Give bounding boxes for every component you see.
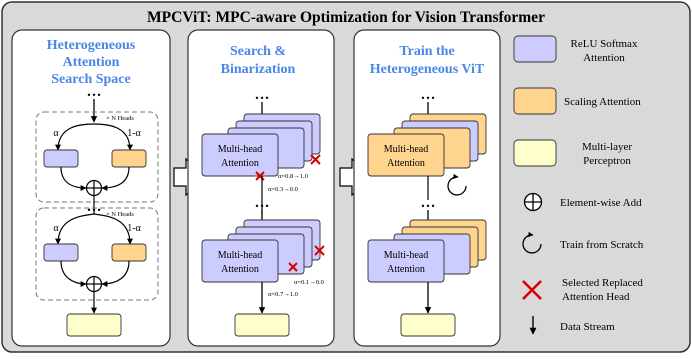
alpha-transition-label: α=0.7→1.0 — [268, 291, 298, 298]
branch-arrow-right — [93, 213, 133, 245]
mlp-box — [400, 313, 456, 337]
panel2-ellipsis-mid: … — [255, 195, 270, 211]
branch-arrow-left — [55, 123, 95, 151]
branch-arrow-left — [55, 213, 95, 245]
legend-train-from-scratch-icon — [522, 231, 542, 254]
legend-scaling-swatch — [513, 87, 557, 115]
selected-replaced-head-cross-icon — [288, 262, 298, 272]
element-wise-add-icon — [85, 275, 103, 293]
multi-head-attention-box — [367, 239, 445, 283]
scaling-attention-box — [111, 149, 147, 168]
multi-head-attention-box — [201, 239, 279, 283]
mha-label-line2: Attention — [221, 158, 259, 169]
selected-replaced-head-cross-icon — [255, 171, 265, 181]
selected-replaced-head-cross-icon — [310, 154, 321, 165]
alpha-transition-label: α=0.3→0.0 — [268, 186, 298, 193]
panel2-title-line1: Search & — [230, 44, 286, 59]
panel3-title-line2: Heterogeneous ViT — [370, 62, 485, 77]
merge-arrow-left — [60, 166, 87, 191]
alpha-transition-label: α=0.8→1.0 — [278, 173, 308, 180]
one-minus-alpha-label-lower: 1-α — [127, 223, 141, 234]
diagram-title: MPCViT: MPC-aware Optimization for Visio… — [147, 9, 545, 26]
multi-head-attention-box — [201, 133, 279, 177]
legend-relu-line1: ReLU Softmax — [571, 38, 638, 50]
panel3-ellipsis-top: … — [421, 87, 436, 103]
panel1-ellipsis-top: … — [87, 84, 102, 100]
panel3-title-line1: Train the — [399, 44, 454, 59]
legend-element-wise-add-icon — [523, 192, 543, 212]
legend-relu-line2: Attention — [583, 52, 625, 64]
relu-softmax-attention-box — [43, 149, 79, 168]
legend-mlp-swatch — [513, 139, 557, 167]
legend-cross-icon — [522, 280, 542, 300]
one-minus-alpha-label-upper: 1-α — [127, 128, 141, 139]
mlp-box — [234, 313, 290, 337]
multi-head-attention-box — [367, 133, 445, 177]
mlp-box — [66, 313, 122, 337]
legend-replaced-line1: Selected Replaced — [562, 277, 643, 289]
panel1-title-line1: Heterogeneous — [47, 38, 136, 53]
mha-label-line1: Multi-head — [218, 250, 262, 261]
panel1-title-line2: Attention — [63, 55, 120, 70]
panel1-ellipsis-mid: … — [87, 199, 102, 215]
search-block-upper — [35, 111, 159, 203]
panel-train — [353, 29, 501, 347]
mha-label-line1: Multi-head — [384, 250, 428, 261]
panel2-ellipsis-top: … — [255, 87, 270, 103]
mha-label-line2: Attention — [387, 264, 425, 275]
legend-stream-label: Data Stream — [560, 321, 615, 333]
mha-label-line1: Multi-head — [218, 144, 262, 155]
mha-label-line1: Multi-head — [384, 144, 428, 155]
merge-arrow-right — [101, 260, 130, 287]
heads-label-upper: × N Heads — [106, 115, 134, 122]
legend-mlp-line2: Perceptron — [583, 155, 631, 167]
legend-scratch-label: Train from Scratch — [560, 239, 644, 251]
panel1-title-line3: Search Space — [51, 72, 130, 87]
merge-arrow-left — [60, 260, 87, 287]
element-wise-add-icon — [85, 179, 103, 197]
legend-replaced-line2: Attention Head — [562, 291, 630, 303]
mha-label-line2: Attention — [387, 158, 425, 169]
merge-arrow-right — [101, 166, 130, 191]
alpha-transition-label: α=0.1→0.0 — [294, 279, 324, 286]
panel-search-binarization — [187, 29, 335, 347]
heads-label-lower: × N Heads — [106, 211, 134, 218]
panel2-title-line2: Binarization — [221, 62, 296, 77]
legend-add-label: Element-wise Add — [560, 197, 642, 209]
search-block-lower — [35, 207, 159, 301]
panel3-ellipsis-mid: … — [421, 195, 436, 211]
scaling-attention-box — [111, 243, 147, 262]
selected-replaced-head-cross-icon — [314, 245, 325, 256]
legend-relu-swatch — [513, 35, 557, 63]
alpha-label-upper: α — [53, 128, 59, 139]
legend-mlp-line1: Multi-layer — [582, 141, 632, 153]
branch-arrow-right — [93, 123, 133, 151]
relu-softmax-attention-box — [43, 243, 79, 262]
mha-label-line2: Attention — [221, 264, 259, 275]
alpha-label-lower: α — [53, 223, 59, 234]
legend-scaling-label: Scaling Attention — [564, 96, 641, 108]
train-from-scratch-icon — [447, 173, 467, 196]
